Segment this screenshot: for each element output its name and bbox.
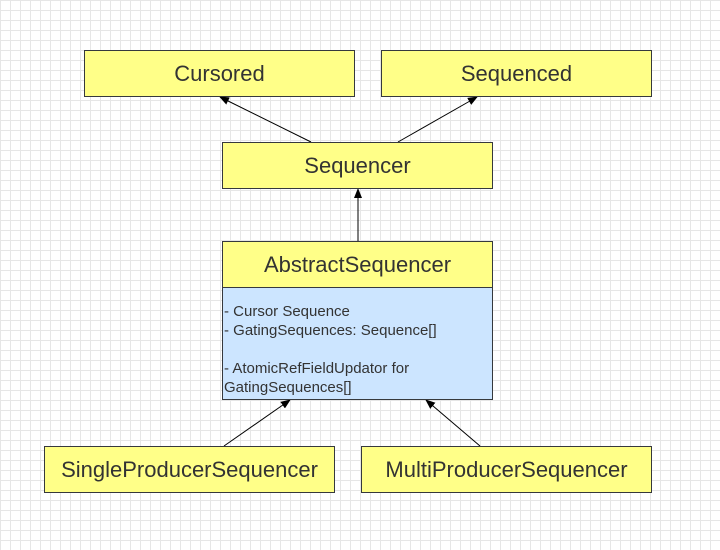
edge-single-to-abstract: [223, 399, 291, 447]
attribute-atomic-updator: - AtomicRefFieldUpdator for: [224, 360, 410, 377]
node-cursored-label: Cursored: [174, 60, 265, 86]
node-sequencer[interactable]: Sequencer: [222, 142, 493, 189]
node-single-producer-label: SingleProducerSequencer: [61, 456, 318, 482]
node-sequencer-label: Sequencer: [304, 152, 411, 178]
node-sequenced-label: Sequenced: [460, 60, 573, 86]
node-abstract-sequencer-attributes[interactable]: - Cursor Sequence - GatingSequences: Seq…: [222, 287, 493, 400]
edge-sequencer-to-sequenced: [397, 96, 478, 143]
attribute-spacer: [224, 340, 491, 359]
edge-sequencer-to-cursored: [219, 96, 312, 143]
attribute-gating-sequences: - GatingSequences: Sequence[]: [224, 322, 437, 339]
attribute-cursor: - Cursor Sequence: [224, 303, 350, 320]
node-abstract-sequencer-header[interactable]: AbstractSequencer: [222, 241, 493, 288]
node-cursored[interactable]: Cursored: [84, 50, 355, 97]
node-multi-producer-label: MultiProducerSequencer: [385, 456, 628, 482]
node-single-producer-sequencer[interactable]: SingleProducerSequencer: [44, 446, 335, 493]
node-multi-producer-sequencer[interactable]: MultiProducerSequencer: [361, 446, 652, 493]
edge-multi-to-abstract: [425, 399, 481, 447]
node-sequenced[interactable]: Sequenced: [381, 50, 652, 97]
node-abstract-sequencer-label: AbstractSequencer: [263, 251, 452, 277]
attribute-atomic-updator-target: GatingSequences[]: [224, 379, 352, 396]
